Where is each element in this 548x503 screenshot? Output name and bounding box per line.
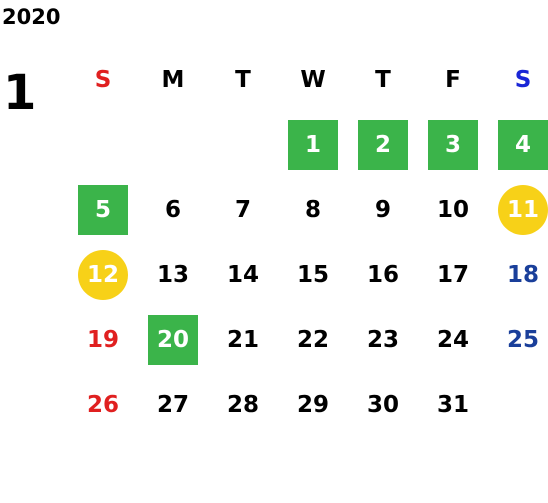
day-number: 4 <box>498 119 548 170</box>
day-cell-21[interactable]: 21 <box>208 307 278 372</box>
day-number: 11 <box>498 184 548 235</box>
day-cell-18[interactable]: 18 <box>488 242 548 307</box>
day-cell-24[interactable]: 24 <box>418 307 488 372</box>
day-cell-30[interactable]: 30 <box>348 372 418 437</box>
day-number: 31 <box>436 391 469 418</box>
day-number: 16 <box>366 261 399 288</box>
calendar-grid: S M T W T F S 1 2 3 4 5 6 7 8 9 10 11 12… <box>68 48 548 437</box>
day-number: 15 <box>296 261 329 288</box>
day-cell-empty <box>208 112 278 177</box>
day-cell-3[interactable]: 3 <box>418 112 488 177</box>
day-cell-11[interactable]: 11 <box>488 177 548 242</box>
day-cell-empty <box>138 112 208 177</box>
day-number: 20 <box>148 314 198 365</box>
month-label: 1 <box>3 65 37 121</box>
day-cell-7[interactable]: 7 <box>208 177 278 242</box>
day-cell-15[interactable]: 15 <box>278 242 348 307</box>
day-cell-20[interactable]: 20 <box>138 307 208 372</box>
day-cell-10[interactable]: 10 <box>418 177 488 242</box>
day-number: 1 <box>288 119 338 170</box>
day-cell-19[interactable]: 19 <box>68 307 138 372</box>
day-number: 19 <box>86 326 119 353</box>
day-number: 8 <box>304 196 321 223</box>
day-cell-13[interactable]: 13 <box>138 242 208 307</box>
weekday-sunday: S <box>94 67 112 93</box>
day-number: 14 <box>226 261 259 288</box>
day-number: 12 <box>78 249 128 300</box>
weekday-saturday: S <box>514 67 532 93</box>
day-cell-17[interactable]: 17 <box>418 242 488 307</box>
day-cell-26[interactable]: 26 <box>68 372 138 437</box>
day-cell-16[interactable]: 16 <box>348 242 418 307</box>
year-label: 2020 <box>2 5 61 29</box>
day-number: 10 <box>436 196 469 223</box>
day-cell-9[interactable]: 9 <box>348 177 418 242</box>
day-cell-27[interactable]: 27 <box>138 372 208 437</box>
day-number: 7 <box>234 196 251 223</box>
day-number: 26 <box>86 391 119 418</box>
day-number: 25 <box>506 326 539 353</box>
day-cell-8[interactable]: 8 <box>278 177 348 242</box>
day-cell-14[interactable]: 14 <box>208 242 278 307</box>
day-cell-23[interactable]: 23 <box>348 307 418 372</box>
day-number: 2 <box>358 119 408 170</box>
day-cell-25[interactable]: 25 <box>488 307 548 372</box>
day-number: 21 <box>226 326 259 353</box>
weekday-friday: F <box>445 67 461 93</box>
weekday-wednesday: W <box>300 67 326 93</box>
day-cell-empty <box>488 372 548 437</box>
day-number: 17 <box>436 261 469 288</box>
day-cell-2[interactable]: 2 <box>348 112 418 177</box>
day-number: 3 <box>428 119 478 170</box>
day-cell-31[interactable]: 31 <box>418 372 488 437</box>
day-number: 23 <box>366 326 399 353</box>
day-cell-22[interactable]: 22 <box>278 307 348 372</box>
day-cell-6[interactable]: 6 <box>138 177 208 242</box>
day-number: 30 <box>366 391 399 418</box>
day-number: 18 <box>506 261 539 288</box>
day-cell-5[interactable]: 5 <box>68 177 138 242</box>
day-number: 5 <box>78 184 128 235</box>
day-number: 27 <box>156 391 189 418</box>
weekday-thursday: T <box>375 67 391 93</box>
day-cell-empty <box>68 112 138 177</box>
weekday-monday: M <box>161 67 185 93</box>
day-number: 9 <box>374 196 391 223</box>
day-number: 29 <box>296 391 329 418</box>
day-cell-1[interactable]: 1 <box>278 112 348 177</box>
day-number: 24 <box>436 326 469 353</box>
day-number: 28 <box>226 391 259 418</box>
day-cell-4[interactable]: 4 <box>488 112 548 177</box>
day-cell-29[interactable]: 29 <box>278 372 348 437</box>
day-cell-28[interactable]: 28 <box>208 372 278 437</box>
day-number: 6 <box>164 196 181 223</box>
day-number: 13 <box>156 261 189 288</box>
day-number: 22 <box>296 326 329 353</box>
day-cell-12[interactable]: 12 <box>68 242 138 307</box>
weekday-tuesday: T <box>235 67 251 93</box>
